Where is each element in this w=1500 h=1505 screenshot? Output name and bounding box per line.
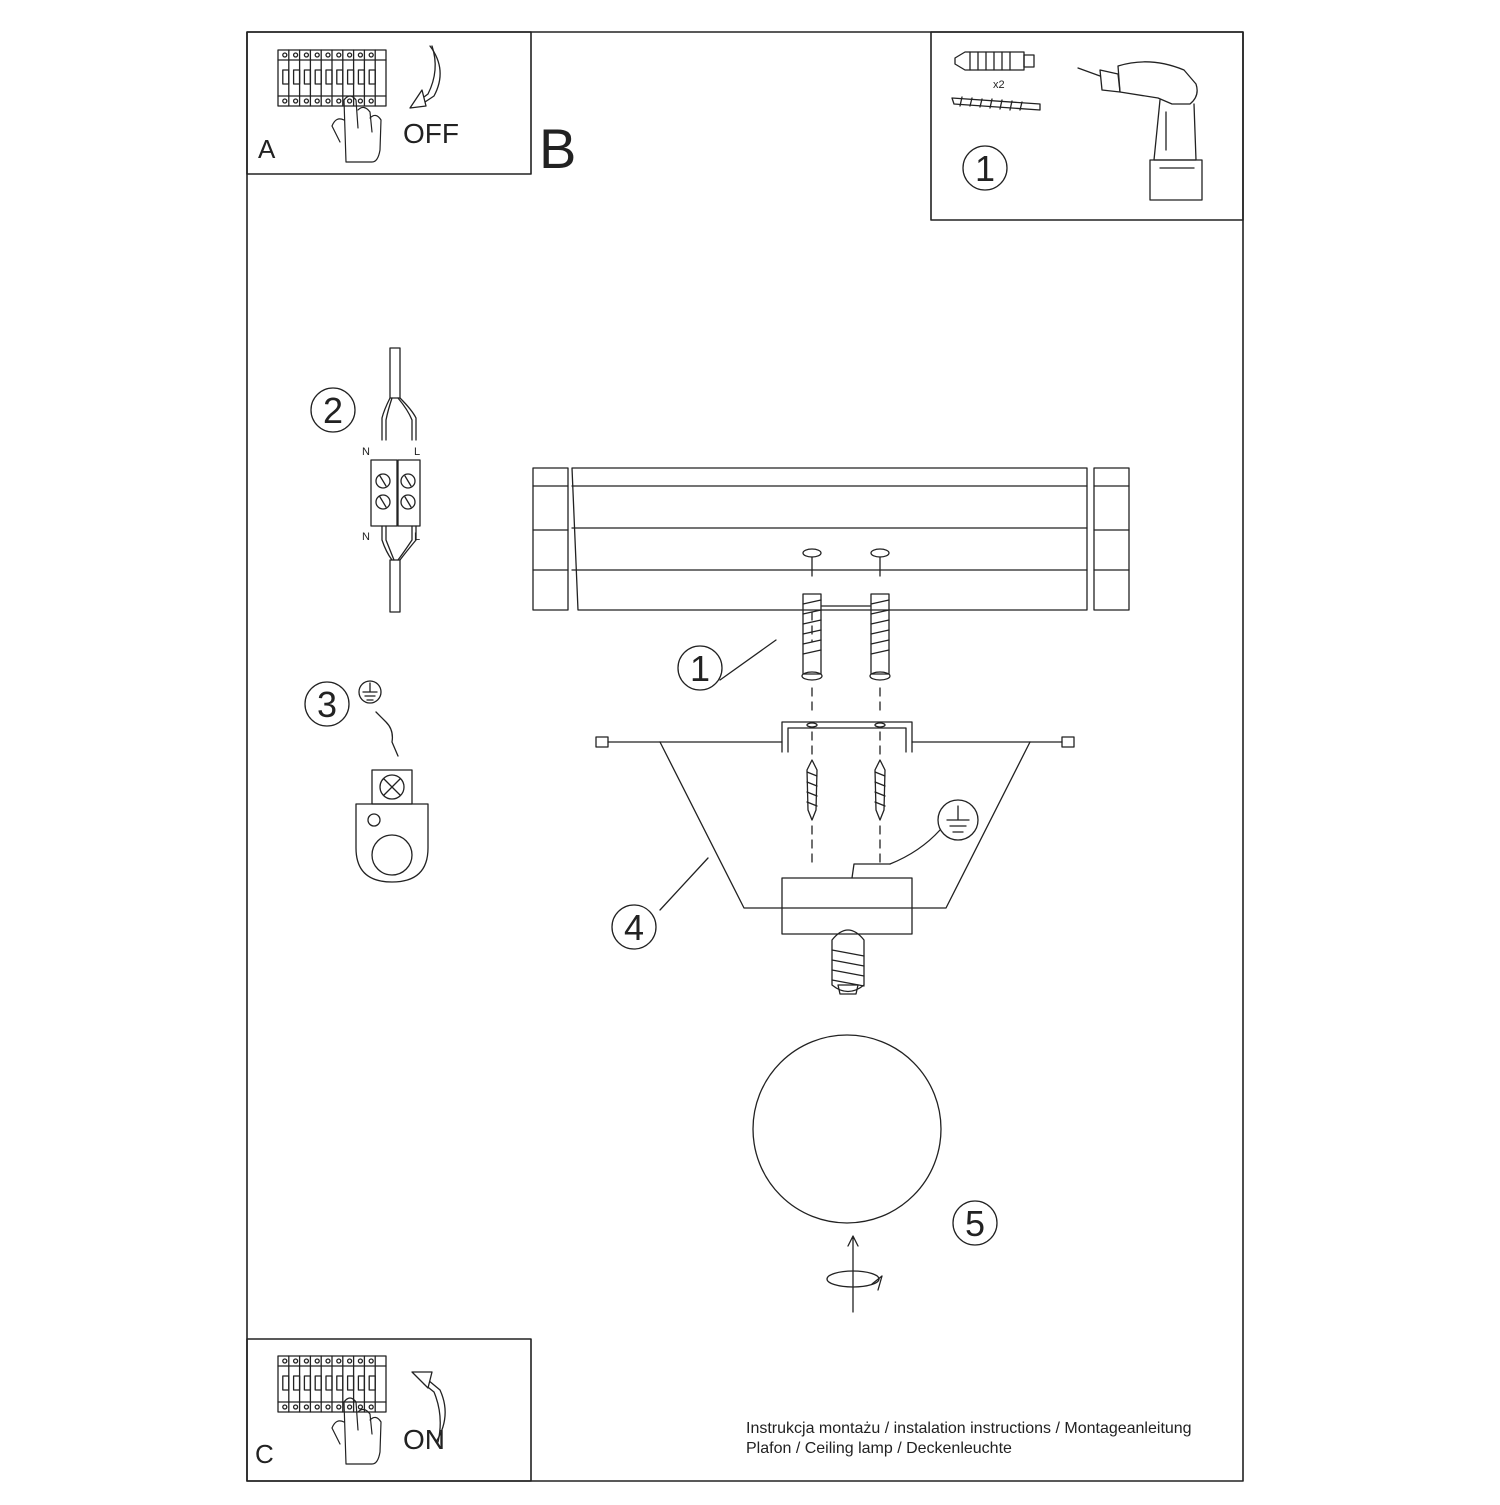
on-label: ON: [403, 1424, 445, 1455]
off-label: OFF: [403, 118, 459, 149]
callout-1-tools: 1: [962, 145, 1008, 191]
callout-1: 1: [677, 645, 723, 691]
glass-shade: [752, 1034, 942, 1224]
ground-clamp-detail: [355, 680, 429, 883]
screw-icon: [595, 736, 1075, 748]
svg-text:1: 1: [975, 148, 995, 189]
svg-text:3: 3: [317, 684, 337, 725]
callout-4: 4: [611, 904, 657, 950]
wall-plug-icon: [954, 51, 1035, 71]
panel-c-box: [246, 1338, 532, 1482]
circuit-breaker-icon: [277, 1355, 387, 1413]
drill-holes: [802, 548, 890, 577]
ground-symbol-icon: [937, 799, 979, 841]
terminal-block-icon: [370, 459, 398, 527]
circuit-breaker-icon: [277, 49, 387, 107]
live-label-top: L: [414, 446, 420, 458]
neutral-label-top: N: [362, 446, 370, 458]
hand-icon: [331, 1397, 382, 1465]
canopy: [659, 741, 1031, 909]
panel-a-letter: A: [258, 134, 276, 164]
svg-text:5: 5: [965, 1203, 985, 1244]
tools-panel-box: [930, 31, 1244, 221]
panel-a-box: [246, 31, 532, 175]
callout-2: 2: [310, 387, 356, 433]
callout-3: 3: [304, 681, 350, 727]
wire-connector-detail: [370, 347, 421, 613]
hand-icon: [331, 95, 382, 163]
neutral-label-bottom: N: [362, 531, 370, 543]
panel-c-letter: C: [255, 1439, 274, 1469]
svg-text:1: 1: [690, 648, 710, 689]
callout-5: 5: [952, 1200, 998, 1246]
svg-text:2: 2: [323, 390, 343, 431]
lamp-holder: [781, 829, 941, 935]
screw-icon: [951, 96, 1041, 111]
drill-icon: [1077, 61, 1203, 201]
callout-leader: [719, 639, 777, 681]
rotate-arrow-icon: [411, 1371, 446, 1443]
quantity-label: x2: [993, 79, 1005, 91]
footer-title: Instrukcja montażu / instalation instruc…: [746, 1420, 1192, 1437]
rotate-arrow-icon: [826, 1235, 883, 1313]
callout-leader: [659, 857, 709, 911]
mounting-bracket: [781, 721, 913, 753]
footer-subtitle: Plafon / Ceiling lamp / Deckenleuchte: [746, 1440, 1012, 1457]
screw-icon: [806, 731, 886, 863]
wall-plug-icon: [801, 593, 891, 681]
rotate-arrow-icon: [409, 45, 441, 109]
live-label-bottom: L: [414, 531, 420, 543]
ceiling-beam: [532, 467, 1130, 611]
panel-b-letter: B: [539, 117, 577, 180]
bulb-icon: [831, 929, 865, 995]
svg-text:4: 4: [624, 907, 644, 948]
page-frame: [246, 31, 1244, 1482]
ground-symbol-icon: [358, 680, 382, 704]
